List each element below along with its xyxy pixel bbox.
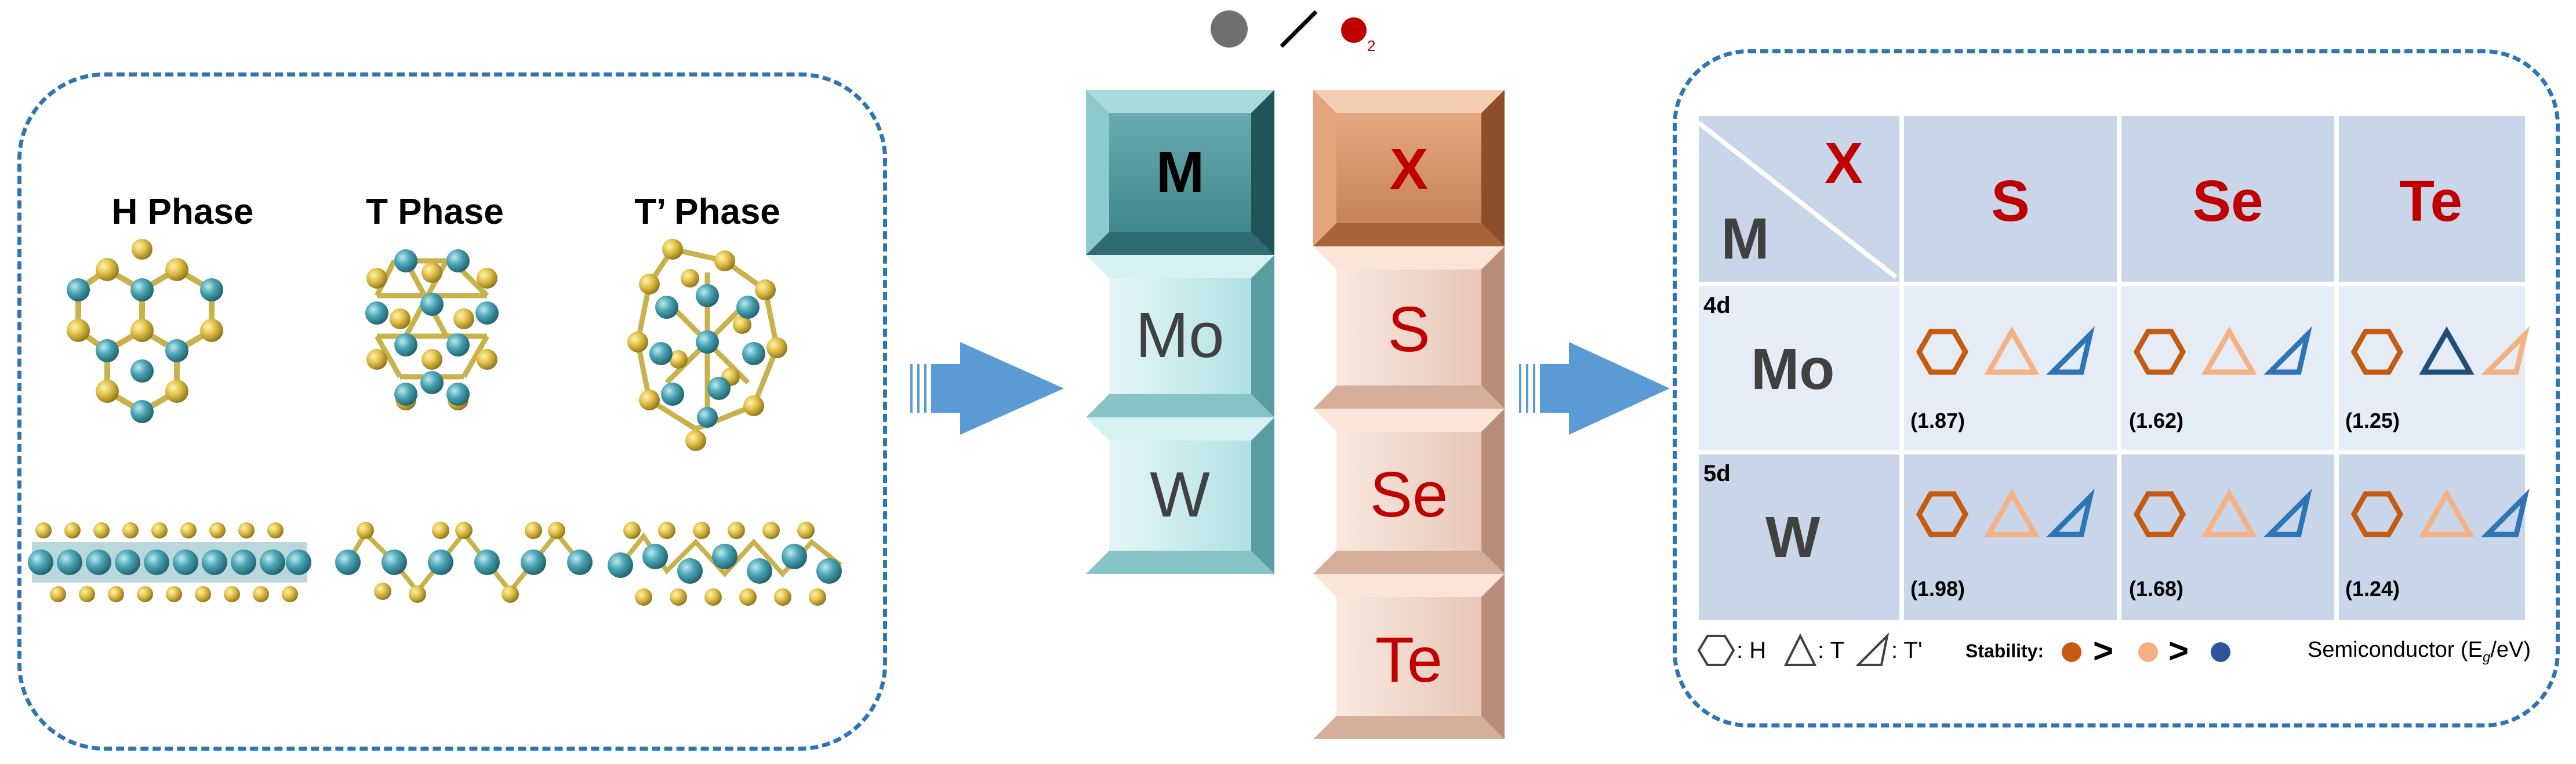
semiconductor-label: Semiconductor (Eg/eV) [2308,638,2531,665]
row-label-w: W [1765,505,1821,570]
x-tile-se [1313,409,1505,574]
gap-w-se: (1.68) [2129,577,2184,601]
row-period-4d: 4d [1703,293,1731,318]
left-panel-frame [17,72,887,751]
gap-w-s: (1.98) [1910,577,1965,601]
w-se-shapes [2133,488,2312,537]
x-item-te: Te [1375,624,1443,696]
mo-te-shapes [2350,326,2530,375]
legend-triangle-icon [1783,633,1817,666]
m-item-mo: Mo [1135,300,1225,371]
hexagon-icon [1916,329,1969,375]
x-header-label: X [1389,137,1429,202]
t-phase-top-view [365,249,499,410]
h-phase-side-view [28,522,311,602]
h-phase-top-view [67,239,223,423]
row-period-5d: 5d [1703,461,1731,486]
slash-separator-icon [1280,10,1318,48]
t-phase-side-view [335,522,593,603]
legend-glyphs [1697,632,2230,666]
gap-mo-se: (1.62) [2129,409,2184,432]
m-tile-mo [1086,255,1274,417]
arrow-right [1519,342,1670,435]
x-item-s: S [1387,294,1430,365]
stability-high-icon [2062,642,2081,662]
stability-low-icon [2211,642,2230,662]
property-table [1697,116,2525,620]
triangle-icon [1984,326,2040,375]
stability-label: Stability: [1965,641,2044,661]
mo-s-shapes [1916,326,2095,375]
w-te-shapes [2350,488,2530,537]
t-prime-phase-top-view [627,239,787,451]
h-phase-title: H Phase [111,192,254,232]
col-header-se: Se [2192,169,2263,234]
t-prime-phase-title: T’ Phase [634,192,780,232]
gt-symbol-2: > [2168,631,2189,670]
x-item-se: Se [1369,459,1448,530]
x-tile-s [1313,246,1505,409]
col-header-te: Te [2399,169,2463,234]
row-label-mo: Mo [1751,337,1835,402]
chalcogen-subscript: 2 [1367,37,1376,54]
chalcogen-atom-icon [1341,17,1367,43]
x-column [1313,90,1505,739]
arrow-left [910,342,1064,435]
w-s-shapes [1916,488,2095,537]
stability-mid-icon [2138,642,2158,662]
corner-m-label: M [1721,206,1770,271]
legend-tp-label: : T' [1891,638,1923,663]
mo-se-shapes [2133,326,2312,375]
m-header-tile [1086,90,1274,255]
x-tile-te [1313,574,1505,739]
right-panel-frame [1673,49,2560,727]
t-prime-phase-side-view [608,522,842,606]
m-column [1086,90,1274,574]
corner-x-label: X [1824,131,1863,196]
m-tile-w [1086,417,1274,574]
metal-atom-icon [1211,10,1248,48]
gt-symbol-1: > [2093,631,2114,670]
x-header-tile [1313,90,1505,246]
col-header-s: S [1991,169,2030,234]
legend-h-label: : H [1736,638,1767,663]
oblique-triangle-icon [2046,326,2095,375]
t-phase-title: T Phase [366,192,504,232]
legend-t-label: : T [1818,638,1844,663]
legend-oblique-triangle-icon [1855,632,1890,666]
gap-w-te: (1.24) [2345,577,2400,601]
gap-mo-s: (1.87) [1910,409,1965,432]
gap-mo-te: (1.25) [2345,409,2400,432]
m-header-label: M [1156,140,1205,205]
m-item-w: W [1150,459,1210,530]
